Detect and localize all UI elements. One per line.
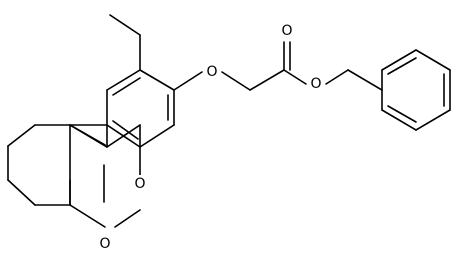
bond <box>221 71 251 91</box>
bond <box>387 105 417 123</box>
bond <box>106 124 141 148</box>
bond <box>347 69 383 91</box>
atom-labels: O O O O O <box>97 22 324 252</box>
bond <box>114 209 141 228</box>
bond <box>69 204 106 228</box>
bond <box>381 49 417 71</box>
bond <box>7 179 36 206</box>
bond <box>106 69 141 91</box>
bond <box>387 57 417 75</box>
bond <box>249 69 285 91</box>
bond <box>139 69 175 91</box>
bond <box>7 124 36 147</box>
bridge-bonds <box>69 124 106 206</box>
bond <box>69 124 106 146</box>
ethyl-group <box>109 14 141 71</box>
bond <box>112 77 141 96</box>
bond <box>112 120 139 140</box>
acetate-carbonyl-oxygen-label: O <box>281 23 292 39</box>
oxyacetate-chain <box>173 41 383 91</box>
bond <box>283 69 307 85</box>
ester-oxygen-label: O <box>310 76 321 92</box>
central-benzene-ring <box>106 69 175 148</box>
bond <box>173 71 203 91</box>
bond <box>415 109 451 131</box>
lactone-ring <box>69 124 141 228</box>
cyclohexene-ring <box>7 124 108 206</box>
ether-oxygen-label: O <box>206 64 217 80</box>
bond <box>381 109 417 131</box>
phenyl-ring <box>381 49 451 131</box>
bond <box>325 69 349 85</box>
bond <box>139 124 175 148</box>
bond <box>109 14 141 36</box>
lactone-carbonyl-oxygen-label: O <box>99 236 110 252</box>
bond <box>415 49 451 71</box>
ring-oxygen-label: O <box>134 176 145 192</box>
